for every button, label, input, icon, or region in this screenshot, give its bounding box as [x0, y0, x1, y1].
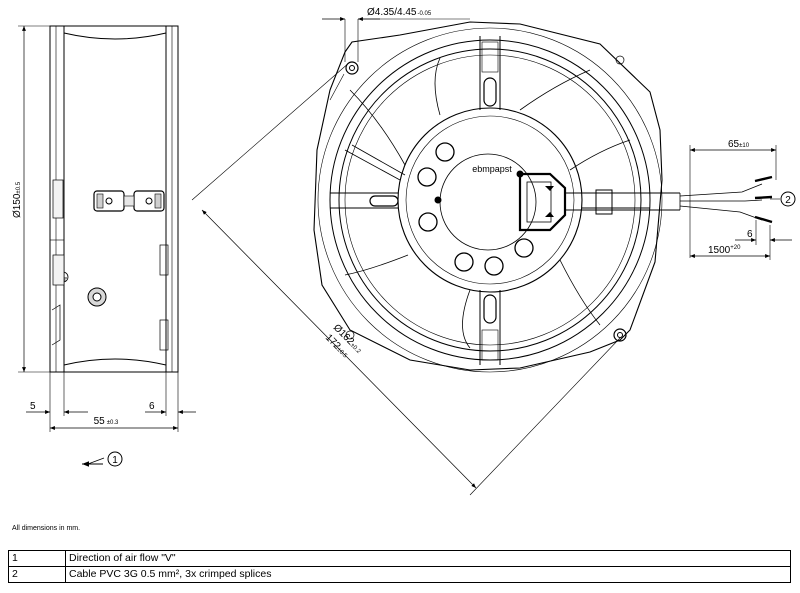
- callout-1-circle: [107, 451, 123, 467]
- hub-outer: [397, 107, 583, 293]
- dim-right-offset: 6: [149, 401, 155, 412]
- legend-text: Cable PVC 3G 0.5 mm², 3x crimped splices: [65, 566, 791, 583]
- callout-airflow: 1: [112, 455, 118, 466]
- side-mount-tab-left: [93, 190, 125, 212]
- cable: [565, 175, 773, 224]
- legend-num: 1: [8, 550, 66, 567]
- legend-table: 1 Direction of air flow "V" 2 Cable PVC …: [8, 550, 791, 583]
- technical-drawing: Ø150±0.5 5 55±0.3 6 1 Ø4.35/4.45-0.05 eb…: [12, 7, 796, 496]
- dim-hole-diameter: Ø4.35/4.45-0.05: [367, 7, 432, 18]
- dim-cable-strip: 65±10: [728, 139, 750, 150]
- legend-num: 2: [8, 566, 66, 583]
- brand-label: ebmpapst: [472, 164, 512, 174]
- callout-cable: 2: [785, 195, 791, 206]
- side-mount-tab-right: [133, 190, 165, 212]
- callout-2-circle: [780, 191, 796, 207]
- dim-depth: 55±0.3: [94, 416, 119, 427]
- front-view: [191, 17, 796, 496]
- legend-row: 2 Cable PVC 3G 0.5 mm², 3x crimped splic…: [8, 566, 791, 583]
- mount-hole-bottom-right: [613, 328, 627, 342]
- flange-outline: [313, 21, 663, 371]
- legend-row: 1 Direction of air flow "V": [8, 550, 791, 567]
- terminal-box: [518, 172, 567, 232]
- mount-hole-top-left: [345, 61, 359, 75]
- dim-left-offset: 5: [30, 401, 36, 412]
- units-note: All dimensions in mm.: [12, 525, 81, 532]
- dim-cable-length: 1500+20: [708, 245, 741, 256]
- ground-terminal: [87, 287, 107, 307]
- legend-text: Direction of air flow "V": [65, 550, 791, 567]
- dim-splice-length: 6: [747, 229, 753, 240]
- dim-housing-diameter: Ø150±0.5: [12, 181, 23, 218]
- side-view: [18, 25, 196, 467]
